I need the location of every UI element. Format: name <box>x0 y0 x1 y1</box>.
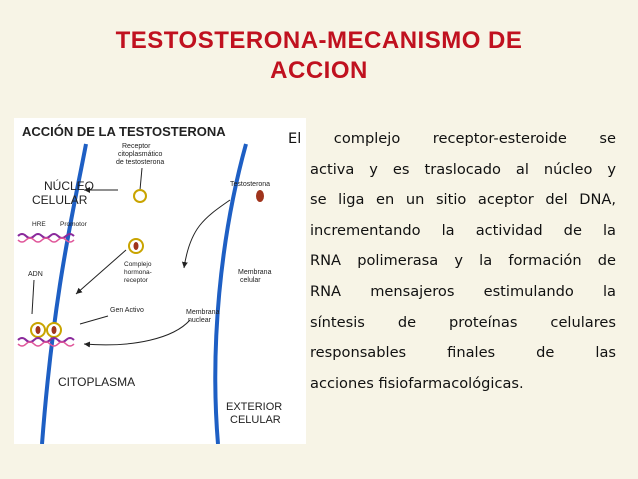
body-line-4: incrementando la actividad de la <box>310 221 616 239</box>
body-line-9: acciones fisiofarmacológicas. <box>310 374 524 392</box>
cytoplasmic-receptor-circle <box>133 189 147 203</box>
complex-core <box>133 242 139 250</box>
body-line-6: RNA mensajeros estimulando la <box>310 282 616 300</box>
adn-pointer <box>31 279 35 315</box>
gen-activo-pointer <box>79 315 109 325</box>
bound-complex-1-core <box>35 326 41 334</box>
hre-label: HRE <box>32 221 46 228</box>
testosterone-molecule <box>256 190 264 202</box>
nuclear-membrane-line <box>40 143 88 444</box>
nucleo-label: NÚCLEO CELULAR <box>32 178 97 207</box>
body-paragraph: El complejo receptor-esteroide se activa… <box>288 124 616 399</box>
promotor-label: Promotor <box>60 221 88 228</box>
body-line-2: activa y es traslocado al núcleo y <box>310 160 616 178</box>
complex-to-dna-arrow <box>75 249 127 295</box>
slide-title-line-1: TESTOSTERONA-MECANISMO DE <box>115 27 523 54</box>
complejo-label: Complejo hormona- receptor <box>124 261 154 284</box>
exterior-celular-label: EXTERIOR CELULAR <box>226 401 285 426</box>
receptor-pointer <box>139 167 143 191</box>
testosterone-action-diagram: ACCIÓN DE LA TESTOSTERONA Receptor citop… <box>14 118 306 444</box>
body-line-5: RNA polimerasa y la formación de <box>310 252 616 270</box>
testosterone-entry-arrow <box>181 199 231 269</box>
diagram-svg: ACCIÓN DE LA TESTOSTERONA Receptor citop… <box>17 124 285 444</box>
body-line-3: se liga en un sitio aceptor del DNA, <box>310 191 616 209</box>
receptor-label: Receptor citoplasmático de testosterona <box>116 143 164 166</box>
citoplasma-label: CITOPLASMA <box>58 375 135 389</box>
body-line-7: síntesis de proteínas celulares <box>310 313 616 331</box>
bound-complex-2-core <box>51 326 57 334</box>
testosterona-label: Testosterona <box>230 181 270 188</box>
slide-title-line-2: ACCION <box>270 57 368 84</box>
adn-label: ADN <box>28 271 43 278</box>
gen-activo-label: Gen Activo <box>110 307 144 314</box>
cell-membrane-line <box>213 143 248 444</box>
dna-strand-top-pair <box>17 237 75 243</box>
membrana-celular-label: Membrana celular <box>238 269 273 284</box>
body-line-8: responsables finales de las <box>310 344 616 362</box>
nuclear-membrane-pointer <box>83 319 191 348</box>
diagram-heading: ACCIÓN DE LA TESTOSTERONA <box>22 124 226 139</box>
dna-strand-bottom-pair <box>17 341 75 347</box>
slide-title: TESTOSTERONA-MECANISMO DE ACCION <box>0 26 638 86</box>
membrana-nuclear-label: Membrana nuclear <box>186 309 221 324</box>
body-line-1: El complejo receptor-esteroide se <box>288 130 616 147</box>
